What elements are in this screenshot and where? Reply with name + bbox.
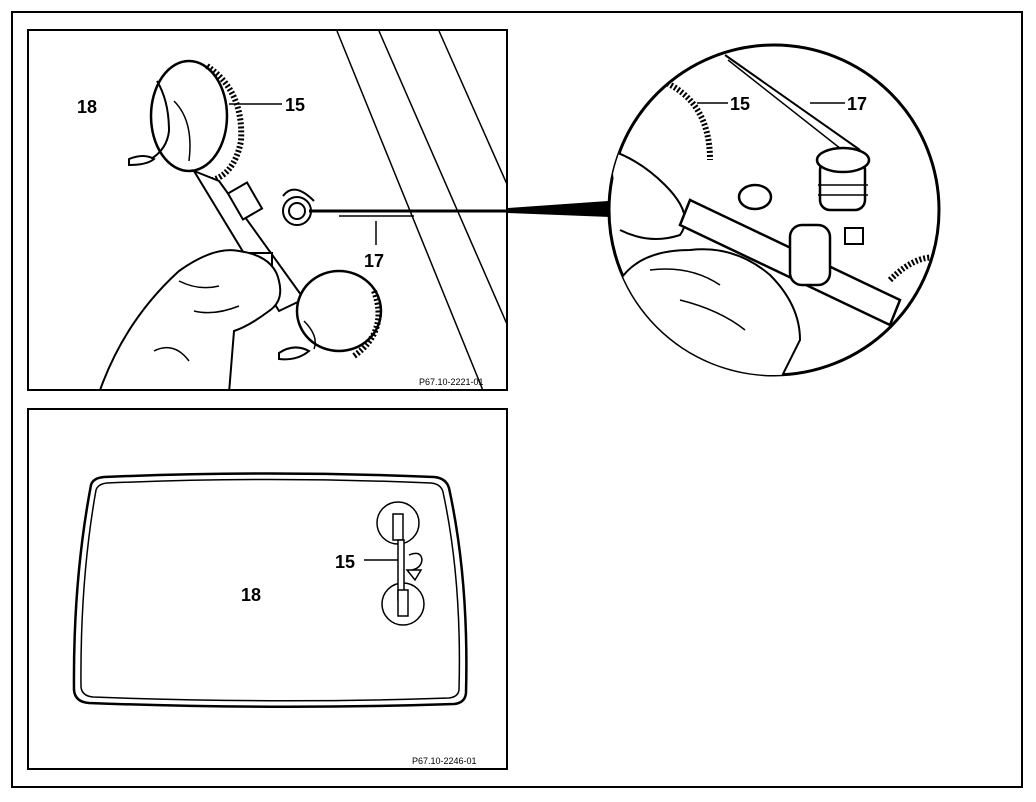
glass-edge-line (378, 31, 506, 324)
glass-edge-line (438, 31, 506, 184)
label-glass-bottom: 18 (241, 585, 261, 605)
hand (99, 249, 282, 389)
top-illustration: 18 15 17 P67.10-2221-01 (77, 31, 506, 389)
lower-suction-cup (278, 269, 383, 361)
windscreen-inner (80, 478, 461, 702)
top-illustration-panel: 18 15 17 P67.10-2221-01 (27, 29, 508, 391)
label-suction-lifter-bottom: 15 (335, 552, 355, 572)
suction-lifter-top-view (376, 501, 425, 626)
windscreen-outer (72, 472, 468, 709)
bottom-illustration-panel: 15 18 P67.10-2246-01 (27, 408, 508, 770)
label-suction-lifter: 15 (285, 95, 305, 115)
figure-reference-top: P67.10-2221-01 (419, 377, 484, 387)
label-wire: 17 (364, 251, 384, 271)
windscreen-outline-illustration: 15 18 P67.10-2246-01 (72, 472, 477, 766)
upper-suction-cup (128, 59, 245, 184)
label-glass: 18 (77, 97, 97, 117)
figure-reference-bottom: P67.10-2246-01 (412, 756, 477, 766)
outer-frame (11, 11, 1023, 788)
